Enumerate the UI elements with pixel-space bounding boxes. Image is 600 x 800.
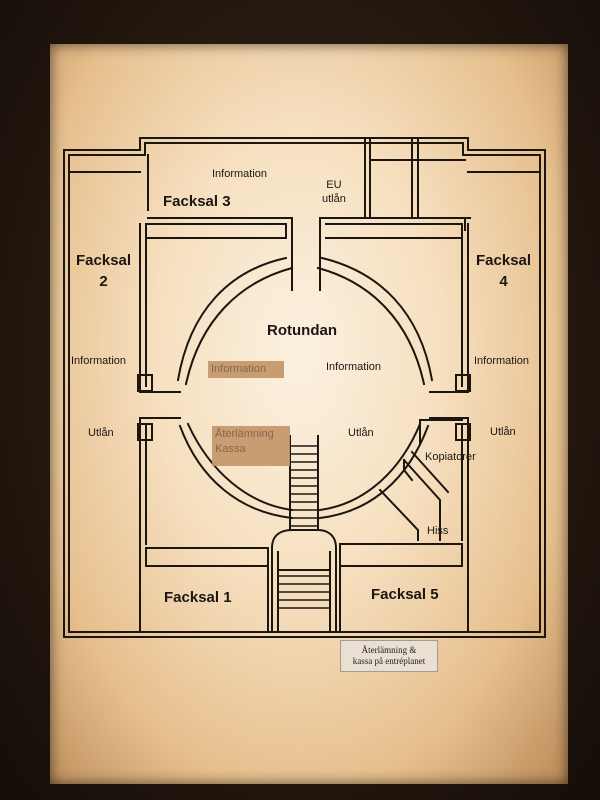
facksal2-top bbox=[145, 223, 287, 239]
kopiatorer-box bbox=[419, 419, 463, 445]
room-rotundan: Rotundan bbox=[267, 322, 337, 339]
room-facksal-1: Facksal 1 bbox=[164, 589, 232, 606]
top-room-wall-2 bbox=[319, 217, 471, 291]
label-information-right: Information bbox=[474, 355, 530, 367]
room-facksal-3: Facksal 3 bbox=[163, 193, 231, 210]
rotunda-arc-top-right bbox=[320, 256, 434, 382]
facksal2-wall bbox=[139, 223, 181, 393]
stair-lobby bbox=[271, 529, 337, 631]
outer-wall-inner bbox=[68, 142, 541, 633]
stair-outline bbox=[289, 435, 319, 531]
floor-plan-sign bbox=[50, 44, 568, 784]
office-walls bbox=[364, 139, 466, 219]
pillar-tl bbox=[137, 374, 153, 392]
room-facksal-4: Facksal 4 bbox=[476, 250, 531, 292]
facksal4-top bbox=[325, 223, 463, 239]
facksal5-wall bbox=[339, 543, 469, 633]
outer-wall bbox=[63, 137, 546, 638]
pillar-tr bbox=[455, 374, 471, 392]
label-utlan-center: Utlån bbox=[348, 427, 374, 439]
rotunda-arc-top-left bbox=[176, 256, 288, 382]
label-utlan-left: Utlån bbox=[88, 427, 114, 439]
room-facksal-4-line1: Facksal bbox=[476, 252, 532, 269]
room-facksal-2: Facksal 2 bbox=[76, 250, 131, 292]
stair-steps bbox=[277, 445, 331, 609]
notice-line1: Återlämning & bbox=[361, 645, 417, 655]
rotunda-arc-top-left-2 bbox=[184, 266, 294, 386]
sticker-line2: Kassa bbox=[215, 443, 246, 455]
label-information-top: Information bbox=[212, 168, 268, 180]
label-kopiatorer: Kopiatorer bbox=[425, 451, 476, 463]
sticker-line1: Återlämning bbox=[215, 428, 274, 440]
sticker-information: Information bbox=[208, 361, 284, 378]
label-information-center: Information bbox=[326, 361, 382, 373]
rotunda-arc-bottom-left bbox=[178, 424, 294, 520]
room-facksal-2-line1: Facksal bbox=[76, 252, 132, 269]
top-room-wall bbox=[147, 154, 293, 291]
room-facksal-4-line2: 4 bbox=[499, 273, 508, 290]
notice-label: Återlämning & kassa på entréplanet bbox=[340, 640, 438, 672]
lower-left-wall bbox=[139, 417, 181, 551]
sticker-aterlamning-kassa: Återlämning Kassa bbox=[212, 426, 290, 466]
stair-lobby-inner bbox=[277, 551, 331, 631]
label-eu-utlan: EU utlån bbox=[322, 178, 346, 206]
rotunda-arc-bottom-left-2 bbox=[186, 422, 294, 512]
label-hiss: Hiss bbox=[427, 525, 449, 537]
kopiatorer-walls bbox=[378, 450, 450, 541]
rotunda-arc-top-right-2 bbox=[316, 266, 426, 386]
facksal1-wall bbox=[139, 547, 269, 633]
label-information-left: Information bbox=[71, 355, 127, 367]
label-eu-utlan-line2: utlån bbox=[322, 193, 346, 205]
lower-right-wall bbox=[429, 417, 469, 545]
label-eu-utlan-line1: EU bbox=[326, 179, 342, 191]
notice-line2: kassa på entréplanet bbox=[352, 656, 426, 666]
room-facksal-2-line2: 2 bbox=[99, 273, 108, 290]
rotunda-arc-bottom-right-2 bbox=[318, 422, 422, 512]
bottom-bumps bbox=[139, 625, 469, 633]
facksal4-wall bbox=[429, 223, 469, 393]
label-utlan-right: Utlån bbox=[490, 426, 516, 438]
room-facksal-5: Facksal 5 bbox=[371, 586, 439, 603]
